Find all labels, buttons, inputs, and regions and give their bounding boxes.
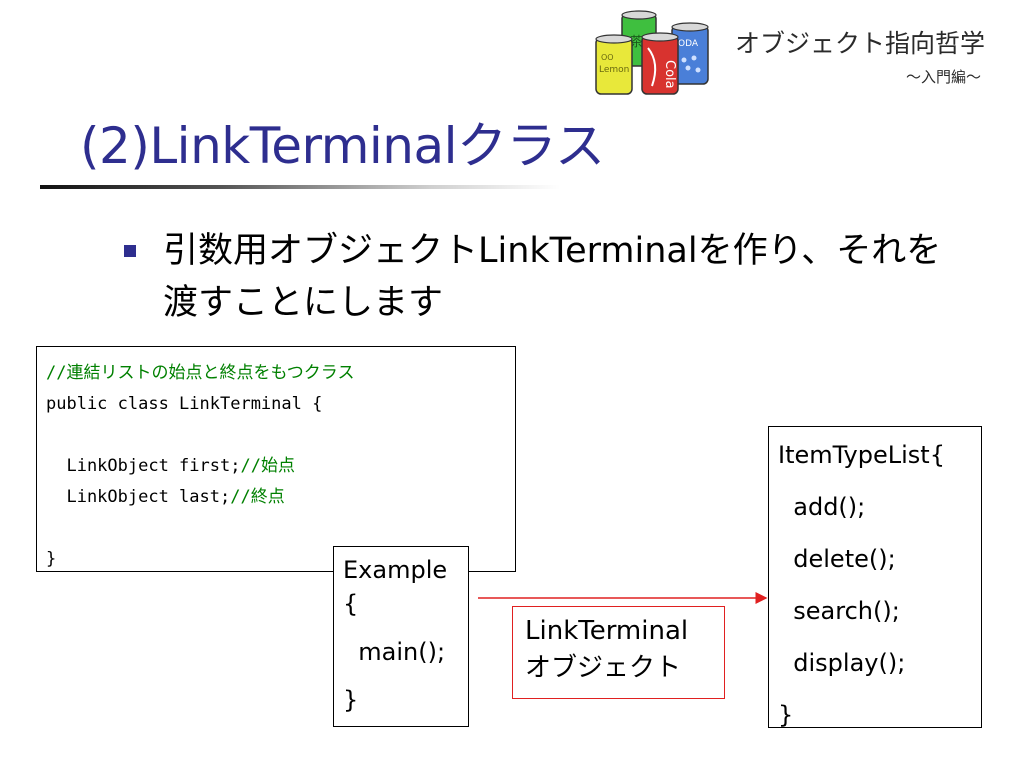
item-line: } [778, 701, 794, 729]
code-comment: //連結リストの始点と終点をもつクラス [46, 363, 355, 383]
itemtypelist-class-box: ItemTypeList{ add(); delete(); search();… [768, 426, 982, 729]
example-line: { [343, 590, 359, 618]
code-line: //連結リストの始点と終点をもつクラス [46, 358, 515, 389]
example-class-box: Example { main(); } [333, 546, 469, 727]
course-title: オブジェクト指向哲学 [735, 29, 986, 58]
code-line: LinkObject last;//終点 [46, 487, 285, 507]
bullet-icon [124, 245, 136, 257]
code-line [46, 420, 515, 451]
yellow-can-mark: OO [601, 53, 614, 62]
example-line: } [343, 686, 359, 714]
code-box: //連結リストの始点と終点をもつクラス public class LinkTer… [36, 346, 516, 572]
blue-can-label: ODA [678, 39, 699, 49]
yellow-can-label: Lemon [599, 65, 629, 75]
item-line: search(); [778, 597, 900, 625]
code-comment: //終点 [230, 487, 285, 507]
code-line: LinkObject first;//始点 [46, 456, 295, 476]
red-can: Cola [641, 32, 679, 95]
red-can-label: Cola [662, 60, 677, 89]
item-line: ItemTypeList{ [778, 441, 945, 469]
example-line: main(); [343, 638, 446, 666]
soda-cans-logo: 茶 ODA OO Lemon Cola [595, 10, 709, 95]
linkterminal-object-box: LinkTerminal オブジェクト [512, 606, 725, 699]
blue-can: ODA [671, 22, 709, 85]
code-line: } [46, 549, 57, 569]
green-can-label: 茶 [630, 34, 643, 50]
item-line: delete(); [778, 545, 896, 573]
link-box-line1: LinkTerminal [525, 616, 689, 646]
link-box-line2: オブジェクト [525, 653, 682, 683]
yellow-can: OO Lemon [595, 34, 633, 95]
code-comment: //始点 [240, 456, 295, 476]
bullet-text: 引数用オブジェクトLinkTerminalを作り、それを渡すことにします [163, 231, 942, 323]
item-line: display(); [778, 649, 906, 677]
item-line: add(); [778, 493, 866, 521]
slide-title: (2)LinkTerminalクラス [80, 117, 605, 175]
course-subtitle: ～入門編～ [906, 68, 982, 86]
example-line: Example [343, 556, 448, 584]
code-line [46, 513, 515, 544]
title-underline [40, 185, 560, 189]
code-line: public class LinkTerminal { [46, 394, 323, 414]
